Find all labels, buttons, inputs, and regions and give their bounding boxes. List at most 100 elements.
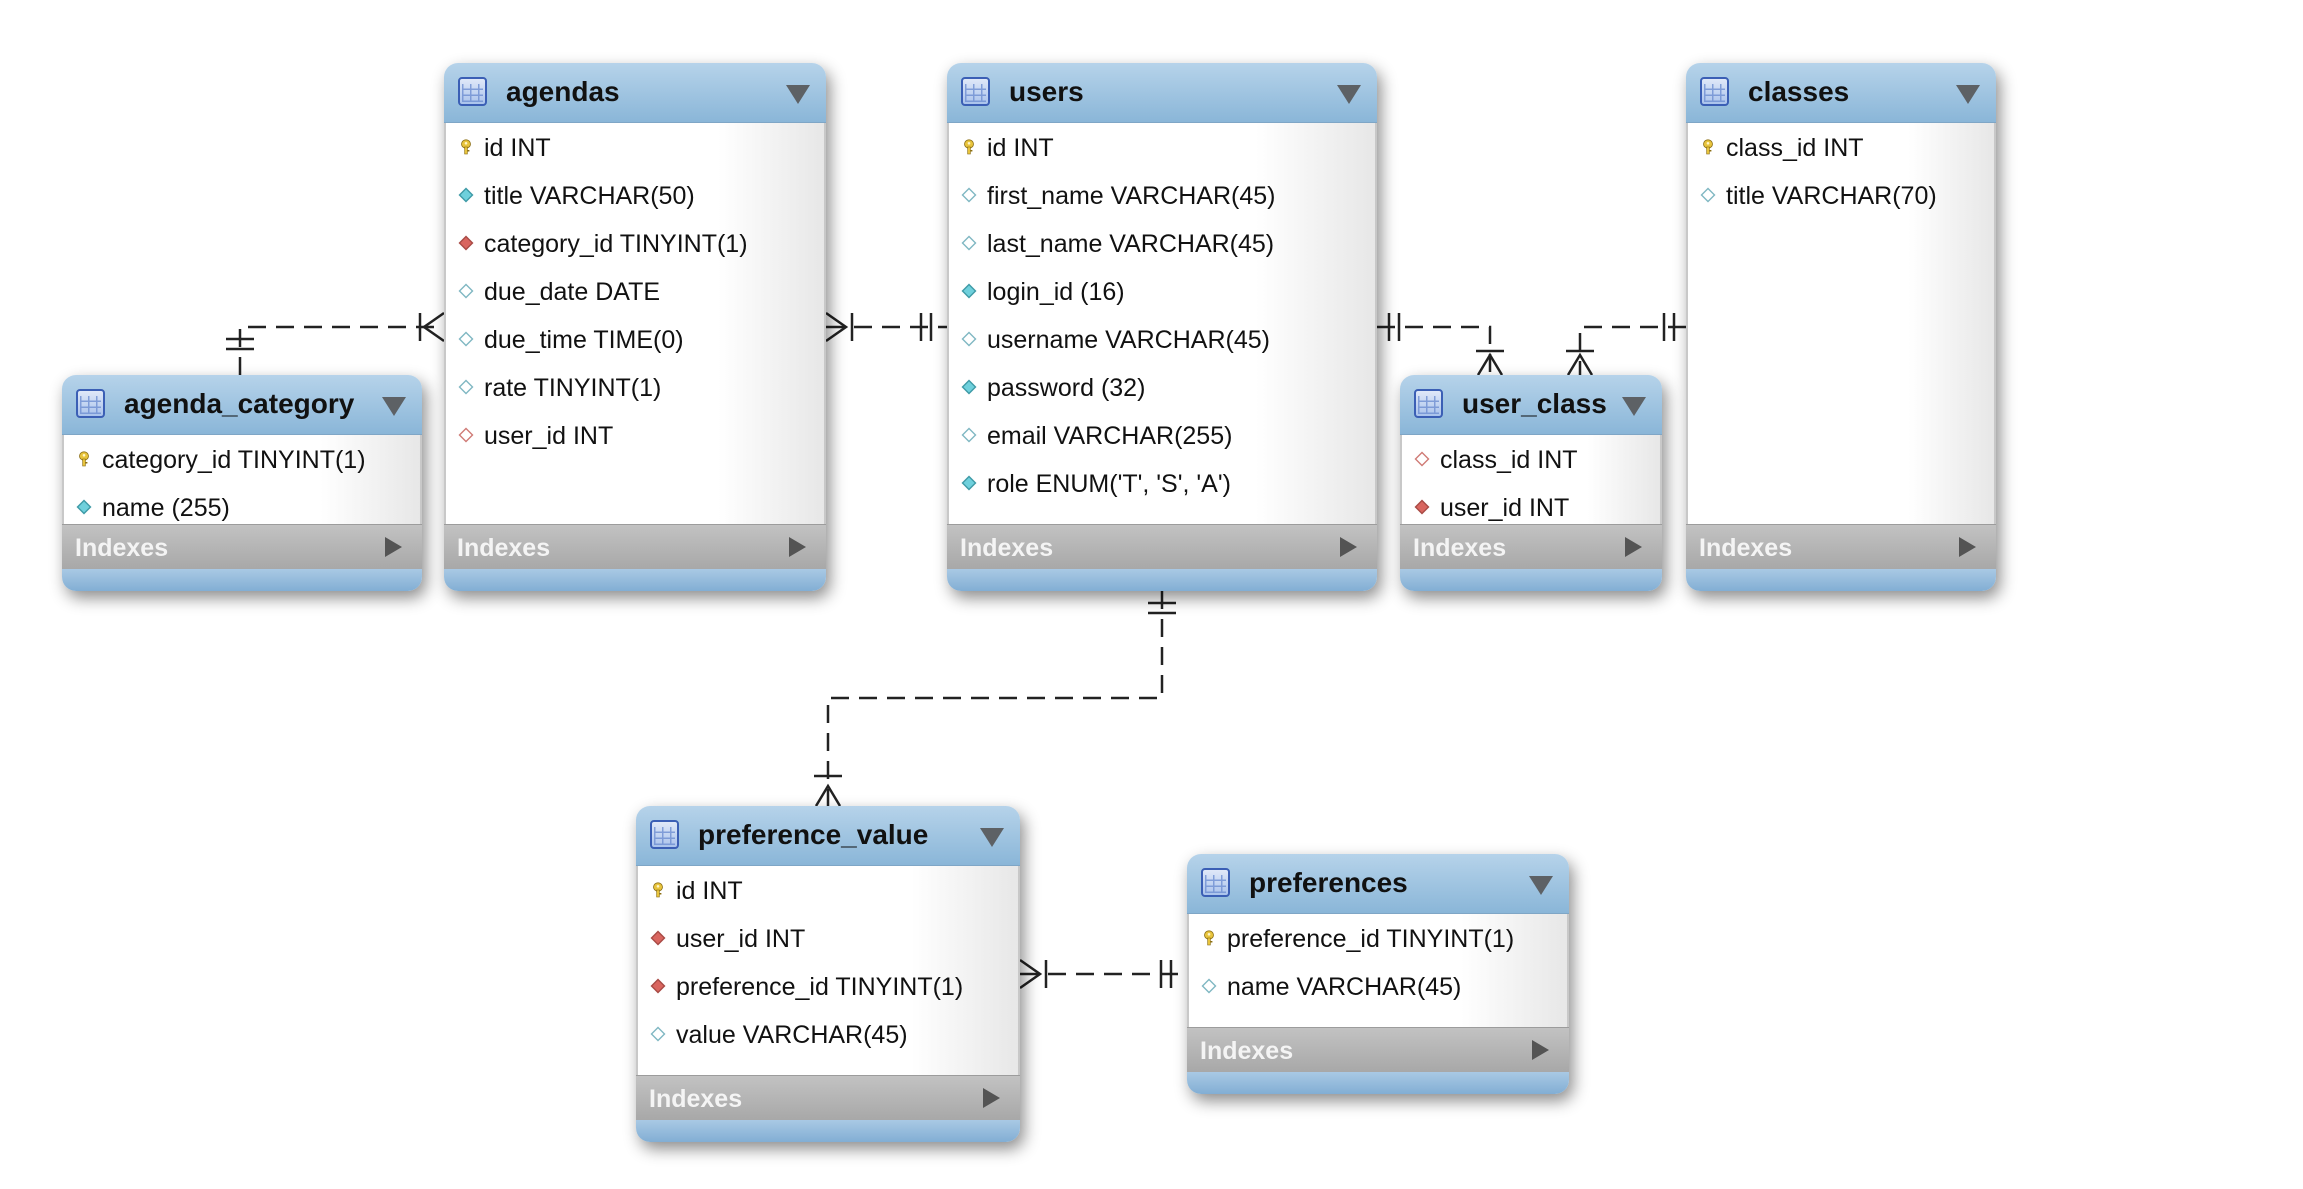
indexes-section[interactable]: Indexes <box>636 1075 1020 1120</box>
column-row[interactable]: login_id (16) <box>949 267 1375 315</box>
column-row[interactable]: due_date DATE <box>446 267 824 315</box>
table-icon <box>76 389 105 418</box>
expand-indexes-icon[interactable] <box>1340 537 1357 557</box>
collapse-arrow-icon[interactable] <box>1337 85 1361 104</box>
column-definition: email VARCHAR(255) <box>987 422 1233 450</box>
nullable-column-icon <box>650 1026 666 1042</box>
expand-indexes-icon[interactable] <box>1959 537 1976 557</box>
expand-indexes-icon[interactable] <box>1625 537 1642 557</box>
nullable-foreign-key-icon <box>458 427 474 443</box>
collapse-arrow-icon[interactable] <box>786 85 810 104</box>
nullable-foreign-key-icon <box>1414 451 1430 467</box>
column-definition: username VARCHAR(45) <box>987 326 1270 354</box>
nullable-column-icon <box>1700 187 1716 203</box>
entity-header[interactable]: agenda_category <box>62 375 422 435</box>
expand-indexes-icon[interactable] <box>789 537 806 557</box>
entity-preferences[interactable]: preferences preference_id TINYINT(1)name … <box>1187 854 1569 1094</box>
column-row[interactable]: title VARCHAR(70) <box>1688 171 1994 219</box>
column-row[interactable]: password (32) <box>949 363 1375 411</box>
column-definition: title VARCHAR(70) <box>1726 182 1937 210</box>
column-row[interactable]: id INT <box>446 123 824 171</box>
indexes-section[interactable]: Indexes <box>1400 524 1662 569</box>
column-definition: role ENUM('T', 'S', 'A') <box>987 470 1231 498</box>
column-row[interactable]: username VARCHAR(45) <box>949 315 1375 363</box>
primary-key-icon <box>1703 139 1713 155</box>
nullable-column-icon <box>961 235 977 251</box>
column-row[interactable]: user_id INT <box>638 914 1018 962</box>
relationship-classes-user-class <box>1566 313 1686 376</box>
column-row[interactable]: class_id INT <box>1402 435 1660 483</box>
column-row[interactable]: user_id INT <box>1402 483 1660 531</box>
column-row[interactable]: rate TINYINT(1) <box>446 363 824 411</box>
nullable-column-icon <box>1201 978 1217 994</box>
collapse-arrow-icon[interactable] <box>1956 85 1980 104</box>
relationship-users-agendas <box>825 311 947 343</box>
column-definition: class_id INT <box>1726 134 1864 162</box>
column-row[interactable]: due_time TIME(0) <box>446 315 824 363</box>
column-row[interactable]: value VARCHAR(45) <box>638 1010 1018 1058</box>
indexes-section[interactable]: Indexes <box>62 524 422 569</box>
foreign-key-icon <box>1414 499 1430 515</box>
entity-name: preferences <box>1249 867 1408 898</box>
entity-header[interactable]: agendas <box>444 63 826 123</box>
column-row[interactable]: name (255) <box>64 483 420 531</box>
entity-footer <box>1187 1072 1569 1094</box>
foreign-key-icon <box>650 978 666 994</box>
column-row[interactable]: name VARCHAR(45) <box>1189 962 1567 1010</box>
entity-header[interactable]: preferences <box>1187 854 1569 914</box>
column-definition: user_id INT <box>484 422 614 450</box>
column-row[interactable]: category_id TINYINT(1) <box>64 435 420 483</box>
entity-footer <box>1400 569 1662 591</box>
collapse-arrow-icon[interactable] <box>1622 397 1646 416</box>
column-definition: first_name VARCHAR(45) <box>987 182 1276 210</box>
column-definition: last_name VARCHAR(45) <box>987 230 1275 258</box>
column-row[interactable]: title VARCHAR(50) <box>446 171 824 219</box>
collapse-arrow-icon[interactable] <box>382 397 406 416</box>
column-row[interactable]: role ENUM('T', 'S', 'A') <box>949 459 1375 507</box>
column-row[interactable]: first_name VARCHAR(45) <box>949 171 1375 219</box>
indexes-section[interactable]: Indexes <box>444 524 826 569</box>
column-definition: due_time TIME(0) <box>484 326 684 354</box>
entity-footer <box>636 1120 1020 1142</box>
indexes-section[interactable]: Indexes <box>947 524 1377 569</box>
column-list: class_id INT title VARCHAR(70) <box>1686 123 1996 524</box>
entity-footer <box>444 569 826 591</box>
entity-header[interactable]: users <box>947 63 1377 123</box>
entity-name: agendas <box>506 76 620 107</box>
column-row[interactable]: last_name VARCHAR(45) <box>949 219 1375 267</box>
expand-indexes-icon[interactable] <box>983 1088 1000 1108</box>
column-row[interactable]: id INT <box>949 123 1375 171</box>
column-row[interactable]: id INT <box>638 866 1018 914</box>
entity-header[interactable]: user_class <box>1400 375 1662 435</box>
foreign-key-icon <box>650 930 666 946</box>
column-row[interactable]: class_id INT <box>1688 123 1994 171</box>
column-list: preference_id TINYINT(1)name VARCHAR(45) <box>1187 914 1569 1027</box>
entity-classes[interactable]: classes class_id INT title VARCHAR(70) Inde… <box>1686 63 1996 591</box>
entity-header[interactable]: preference_value <box>636 806 1020 866</box>
foreign-key-icon <box>458 235 474 251</box>
column-row[interactable]: preference_id TINYINT(1) <box>1189 914 1567 962</box>
collapse-arrow-icon[interactable] <box>980 828 1004 847</box>
not-null-column-icon <box>961 379 977 395</box>
expand-indexes-icon[interactable] <box>385 537 402 557</box>
table-icon <box>650 820 679 849</box>
column-row[interactable]: user_id INT <box>446 411 824 459</box>
expand-indexes-icon[interactable] <box>1532 1040 1549 1060</box>
indexes-section[interactable]: Indexes <box>1187 1027 1569 1072</box>
indexes-section[interactable]: Indexes <box>1686 524 1996 569</box>
nullable-column-icon <box>961 331 977 347</box>
entity-name: classes <box>1748 76 1850 107</box>
column-definition: name (255) <box>102 494 230 522</box>
collapse-arrow-icon[interactable] <box>1529 876 1553 895</box>
column-row[interactable]: category_id TINYINT(1) <box>446 219 824 267</box>
entity-header[interactable]: classes <box>1686 63 1996 123</box>
column-definition: value VARCHAR(45) <box>676 1021 908 1049</box>
column-row[interactable]: email VARCHAR(255) <box>949 411 1375 459</box>
column-row[interactable]: preference_id TINYINT(1) <box>638 962 1018 1010</box>
